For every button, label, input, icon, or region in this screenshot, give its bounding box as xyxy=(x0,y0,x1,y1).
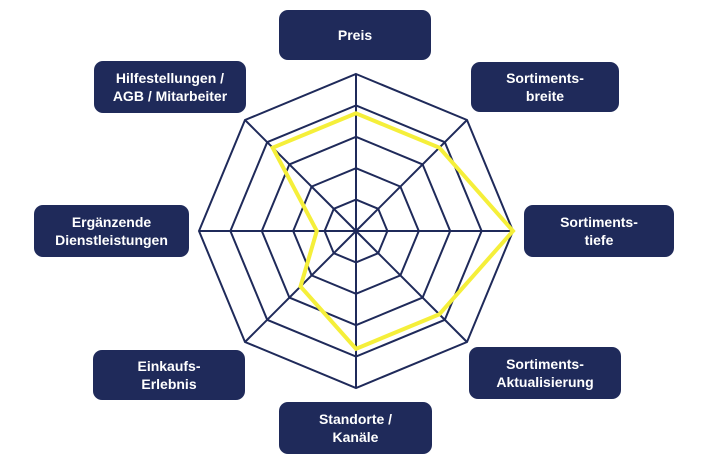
axis-label-standorte-kanaele: Standorte / Kanäle xyxy=(279,402,432,454)
axis-label-ergaenzende-dienstleistungen: Ergänzende Dienstleistungen xyxy=(34,205,189,257)
grid-spoke-7 xyxy=(244,119,357,232)
grid-spoke-3 xyxy=(355,230,468,343)
axis-label-sortimentstiefe: Sortiments- tiefe xyxy=(524,205,674,257)
grid-spokes xyxy=(199,74,513,388)
profile-polygon xyxy=(269,111,516,352)
axis-label-hilfestellungen: Hilfestellungen / AGB / Mitarbeiter xyxy=(94,61,246,113)
grid-spoke-1 xyxy=(355,119,468,232)
axis-label-einkaufserlebnis: Einkaufs- Erlebnis xyxy=(93,350,245,400)
axis-label-sortimentsbreite: Sortiments- breite xyxy=(471,62,619,112)
axis-label-preis: Preis xyxy=(279,10,431,60)
axis-label-sortimentsaktualisierung: Sortiments- Aktualisierung xyxy=(469,347,621,399)
